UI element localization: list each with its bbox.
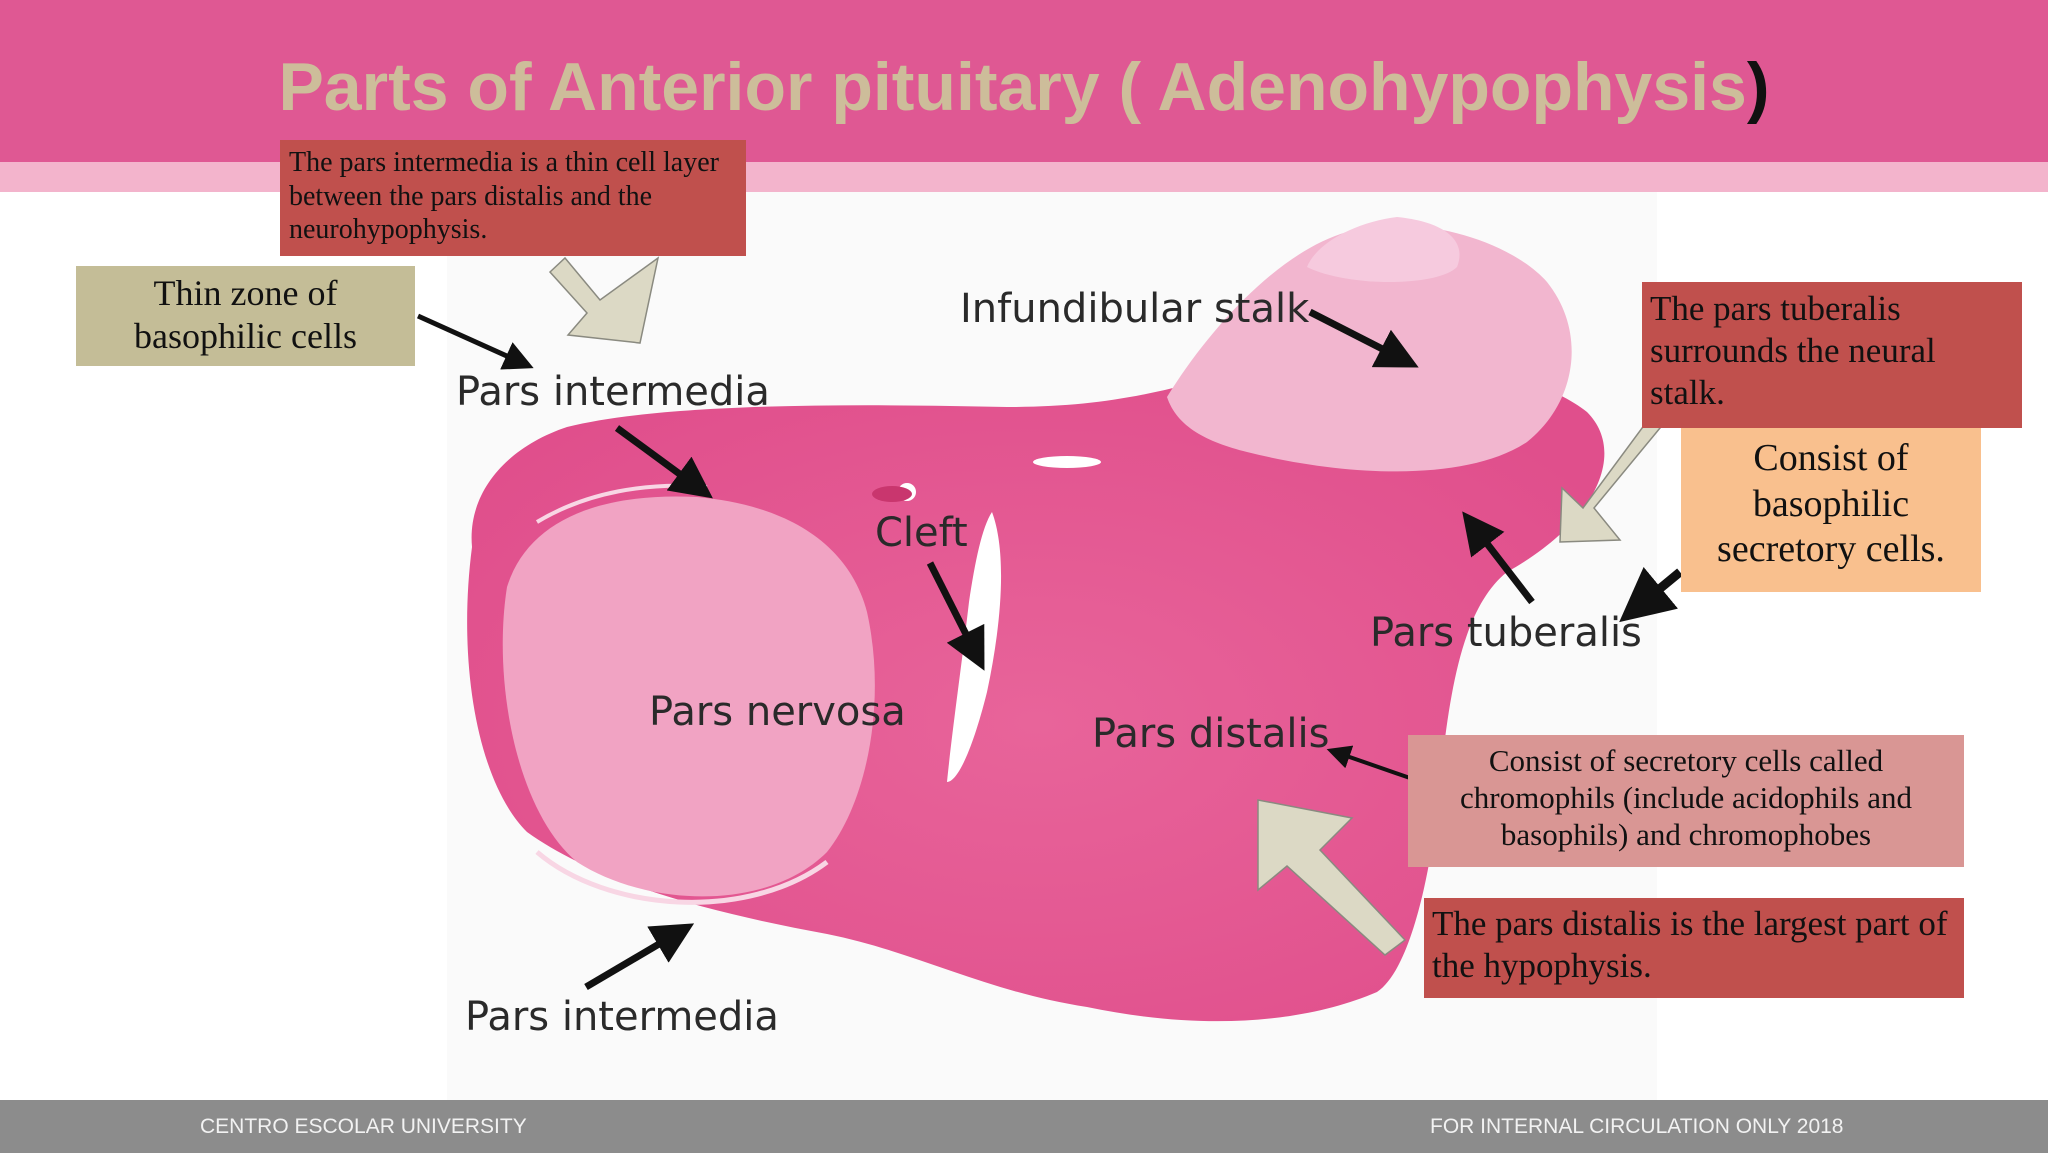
arrow-pars-distalis xyxy=(1326,745,1411,780)
footer-right-text: FOR INTERNAL CIRCULATION ONLY 2018 xyxy=(1430,1115,1844,1138)
arrow-cleft xyxy=(926,561,985,671)
label-cleft: Cleft xyxy=(875,510,968,556)
footer-bar: CENTRO ESCOLAR UNIVERSITY FOR INTERNAL C… xyxy=(0,1100,2048,1153)
arrow-basophilic-cells xyxy=(1619,566,1683,623)
label-infundibular-stalk: Infundibular stalk xyxy=(960,286,1310,332)
slide-title: Parts of Anterior pituitary ( Adenohypop… xyxy=(0,48,2048,126)
title-closing-paren: ) xyxy=(1746,49,1770,125)
arrow-thin-zone xyxy=(416,313,534,370)
label-pars-distalis: Pars distalis xyxy=(1092,711,1330,757)
callout-distalis-description: The pars distalis is the largest part of… xyxy=(1424,898,1964,998)
block-arrow-tuberalis xyxy=(1559,418,1662,543)
label-pars-nervosa: Pars nervosa xyxy=(649,689,906,735)
label-pars-intermedia-bottom: Pars intermedia xyxy=(465,994,779,1040)
tissue-nervosa xyxy=(502,496,875,897)
callout-tuberalis-description: The pars tuberalis surrounds the neural … xyxy=(1642,282,2022,428)
block-arrow-distalis xyxy=(1257,799,1407,956)
footer-left-text: CENTRO ESCOLAR UNIVERSITY xyxy=(200,1115,527,1138)
callout-thin-zone: Thin zone of basophilic cells xyxy=(76,266,415,366)
arrow-pars-tuberalis xyxy=(1462,511,1535,605)
arrow-infundibular-stalk xyxy=(1308,308,1419,368)
callout-tuberalis-cells: Consist of basophilic secretory cells. xyxy=(1681,428,1981,592)
tissue-stalk-tip xyxy=(1307,217,1460,282)
arrow-pars-intermedia-top xyxy=(614,425,713,499)
title-text: Parts of Anterior pituitary ( Adenohypop… xyxy=(278,49,1747,125)
label-pars-intermedia-top: Pars intermedia xyxy=(456,369,770,415)
block-arrow-intermedia xyxy=(548,256,660,344)
callout-distalis-cells: Consist of secretory cells called chromo… xyxy=(1408,735,1964,867)
header-bar xyxy=(0,0,2048,162)
label-pars-tuberalis: Pars tuberalis xyxy=(1370,610,1642,656)
callout-intermedia-description: The pars intermedia is a thin cell layer… xyxy=(280,140,746,256)
tissue-stalk xyxy=(1167,225,1572,472)
arrow-pars-intermedia-bottom xyxy=(584,923,695,991)
